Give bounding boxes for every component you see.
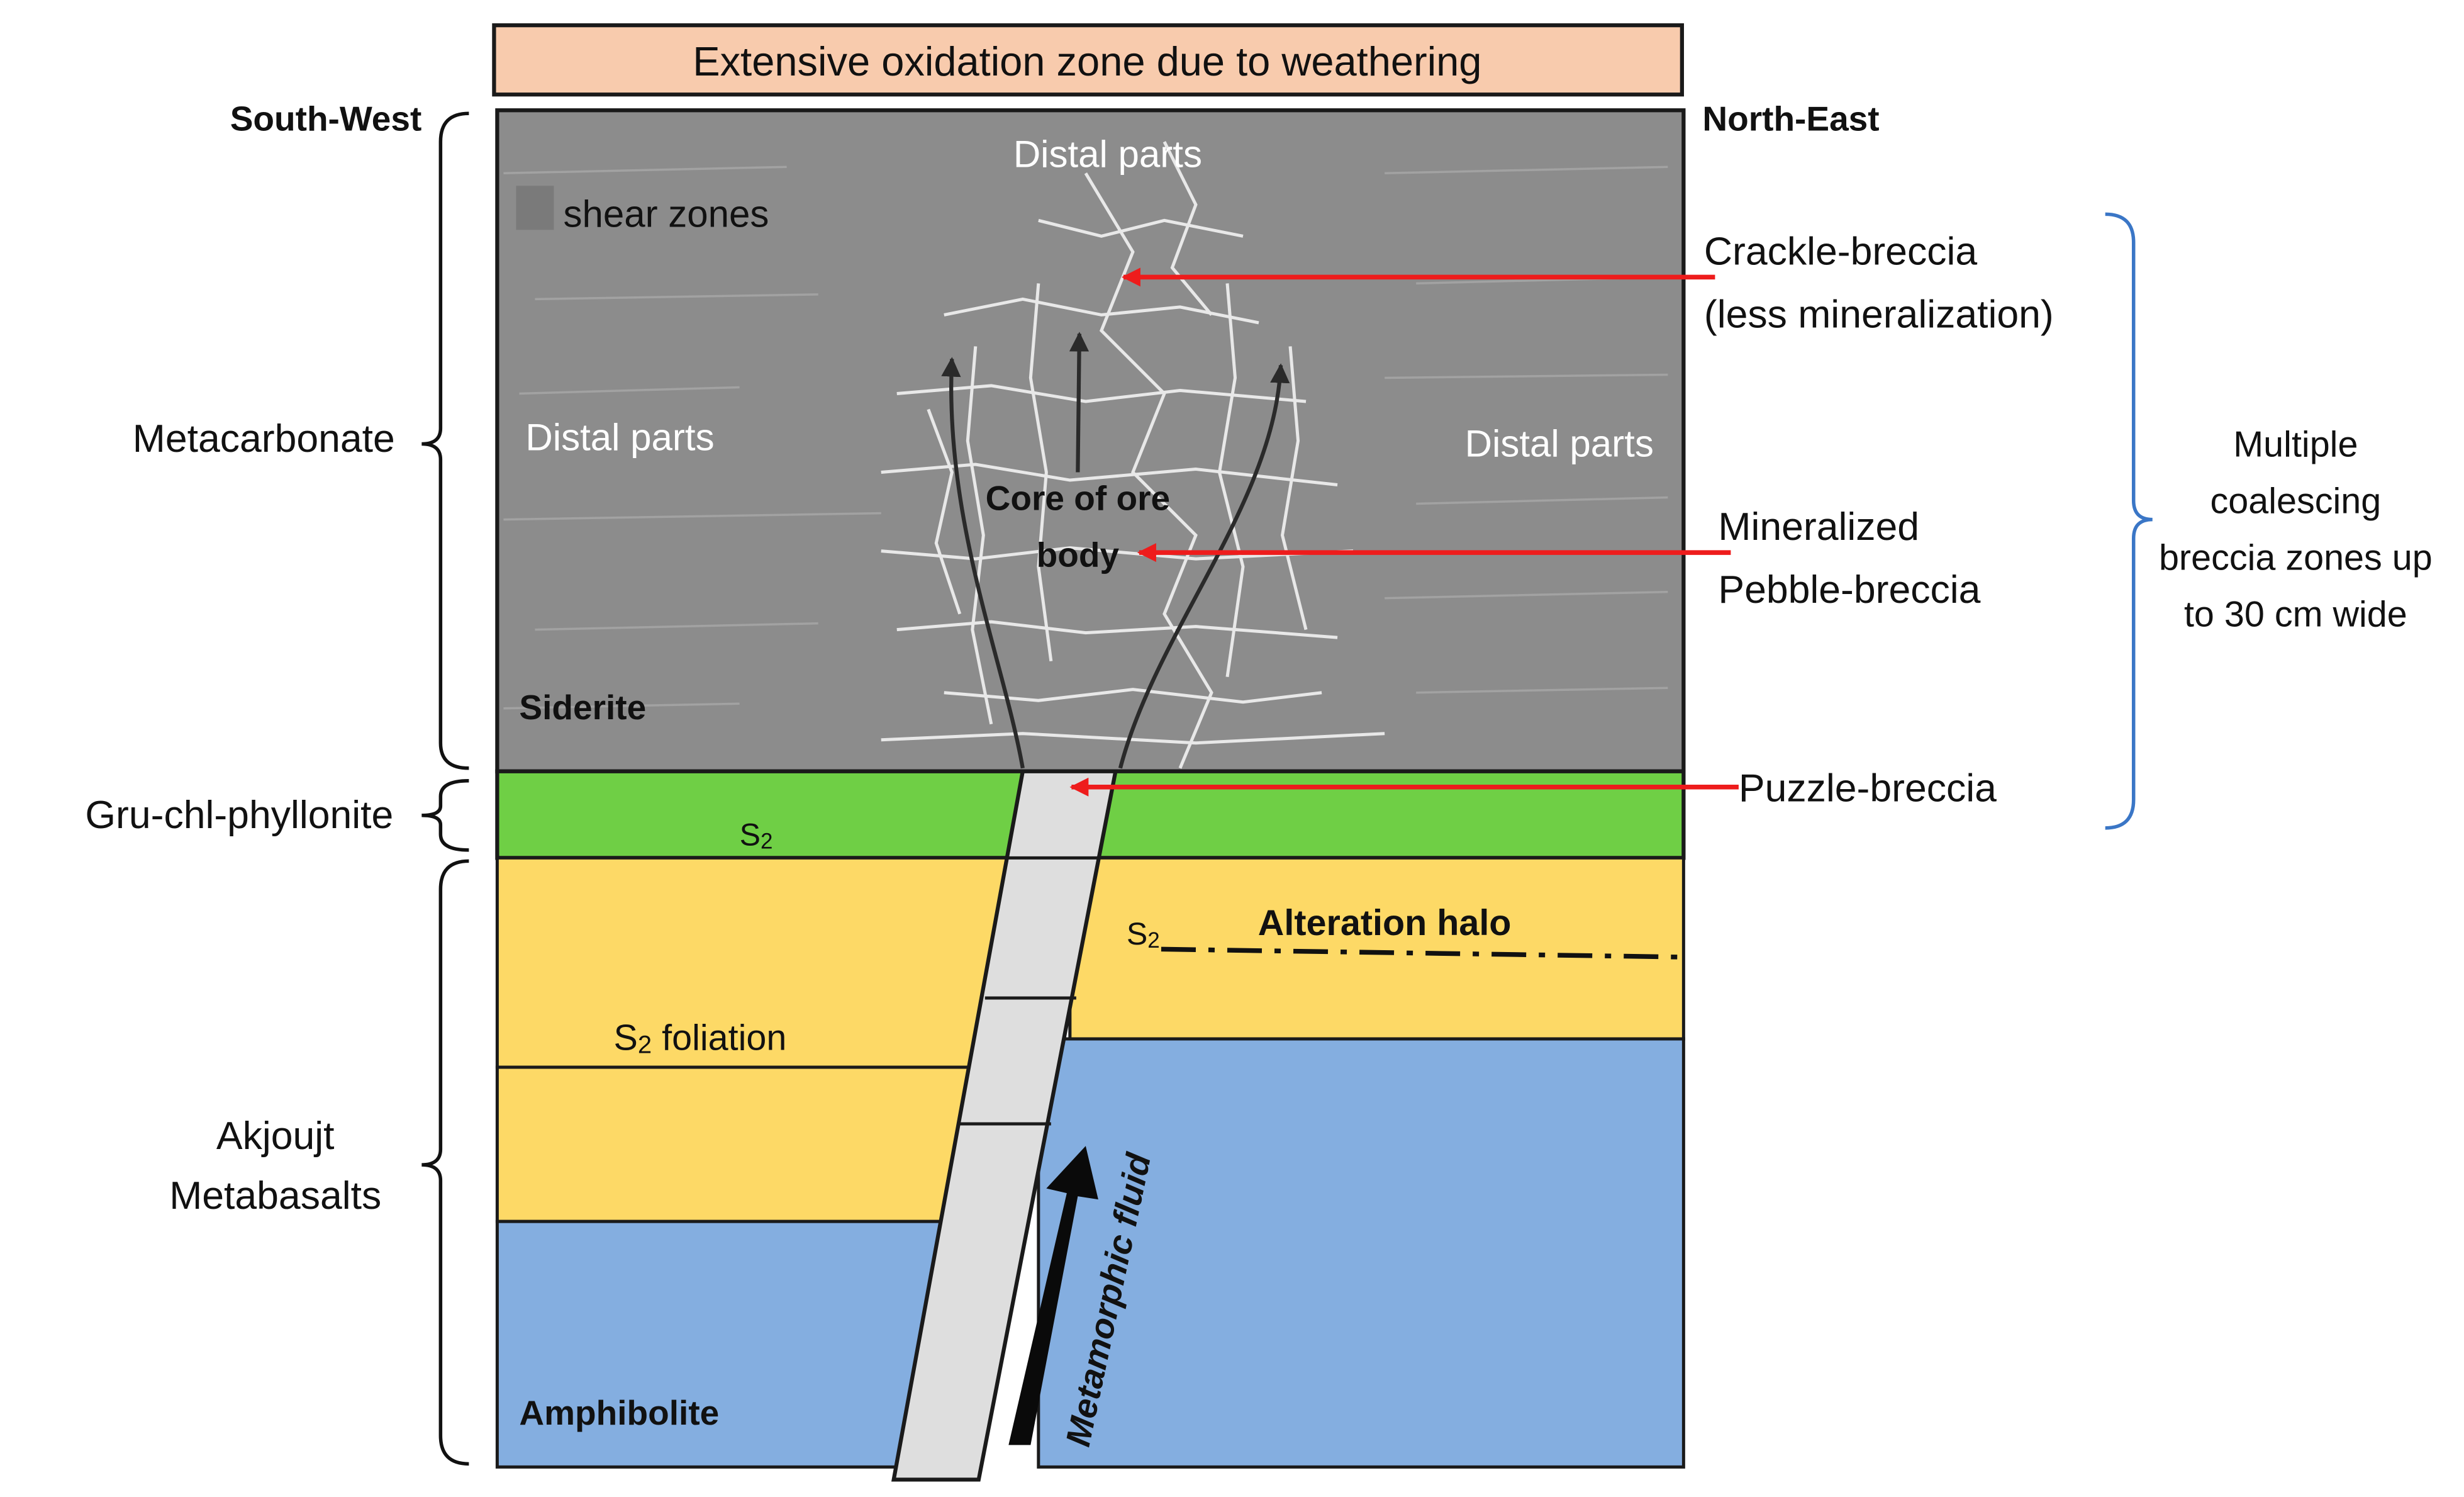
label-akjoujt-line2: Metabasalts (169, 1174, 381, 1218)
label-distal-right: Distal parts (1465, 423, 1654, 465)
label-north-east: North-East (1702, 99, 1879, 138)
bracket-phyllonite (421, 779, 469, 852)
label-mineralized-line2: Pebble-breccia (1718, 568, 1980, 612)
fluid-path-right (1118, 363, 1290, 769)
label-south-west: South-West (230, 99, 422, 138)
banner-title: Extensive oxidation zone due to weatheri… (693, 38, 1481, 84)
metacarbonate-block (497, 110, 1684, 771)
label-alteration-halo: Alteration halo (1258, 903, 1512, 943)
bracket-breccia-zones (2105, 212, 2153, 830)
label-distal-top: Distal parts (1013, 133, 1202, 175)
label-distal-left: Distal parts (525, 417, 714, 459)
label-amphibolite: Amphibolite (519, 1393, 719, 1432)
label-puzzle: Puzzle-breccia (1739, 766, 1997, 810)
amphibolite-left (495, 1219, 971, 1469)
oxidation-zone-banner (492, 23, 1684, 97)
shear-texture (503, 165, 1668, 710)
label-s2-halo: S2 (1127, 916, 1160, 953)
amphibolite-right (1037, 1037, 1685, 1469)
label-note-line1: Multiple (2233, 425, 2358, 465)
label-shear-zones: shear zones (563, 193, 769, 235)
metabasalt-left-upper (495, 856, 1009, 1069)
label-siderite: Siderite (519, 688, 646, 727)
label-note-line3: breccia zones up (2159, 538, 2433, 578)
label-phyllonite: Gru-chl-phyllonite (85, 793, 393, 837)
label-s2-foliation: S2 foliation (613, 1018, 786, 1058)
metamorphic-fluid-arrow (1008, 1146, 1098, 1445)
fluid-path-center (1069, 332, 1090, 473)
label-note-line4: to 30 cm wide (2184, 595, 2407, 635)
label-akjoujt-line1: Akjoujt (216, 1114, 335, 1158)
s2-dash-dot-line (1161, 946, 1681, 960)
shear-zones-swatch (516, 186, 554, 230)
label-metacarbonate: Metacarbonate (133, 417, 395, 461)
label-crackle-line2: (less mineralization) (1704, 292, 2054, 336)
label-core-line1: Core of ore (986, 479, 1170, 518)
label-s2-green: S2 (740, 817, 773, 853)
label-core-line2: body (1037, 535, 1120, 575)
bracket-akjoujt (421, 859, 469, 1466)
label-crackle-line1: Crackle-breccia (1704, 229, 1977, 273)
metabasalt-left-lower (495, 1065, 1009, 1223)
fluid-path-left (941, 357, 1025, 769)
bracket-metacarbonate (421, 111, 469, 770)
label-mineralized-line1: Mineralized (1718, 505, 1919, 549)
label-note-line2: coalescing (2210, 481, 2381, 522)
